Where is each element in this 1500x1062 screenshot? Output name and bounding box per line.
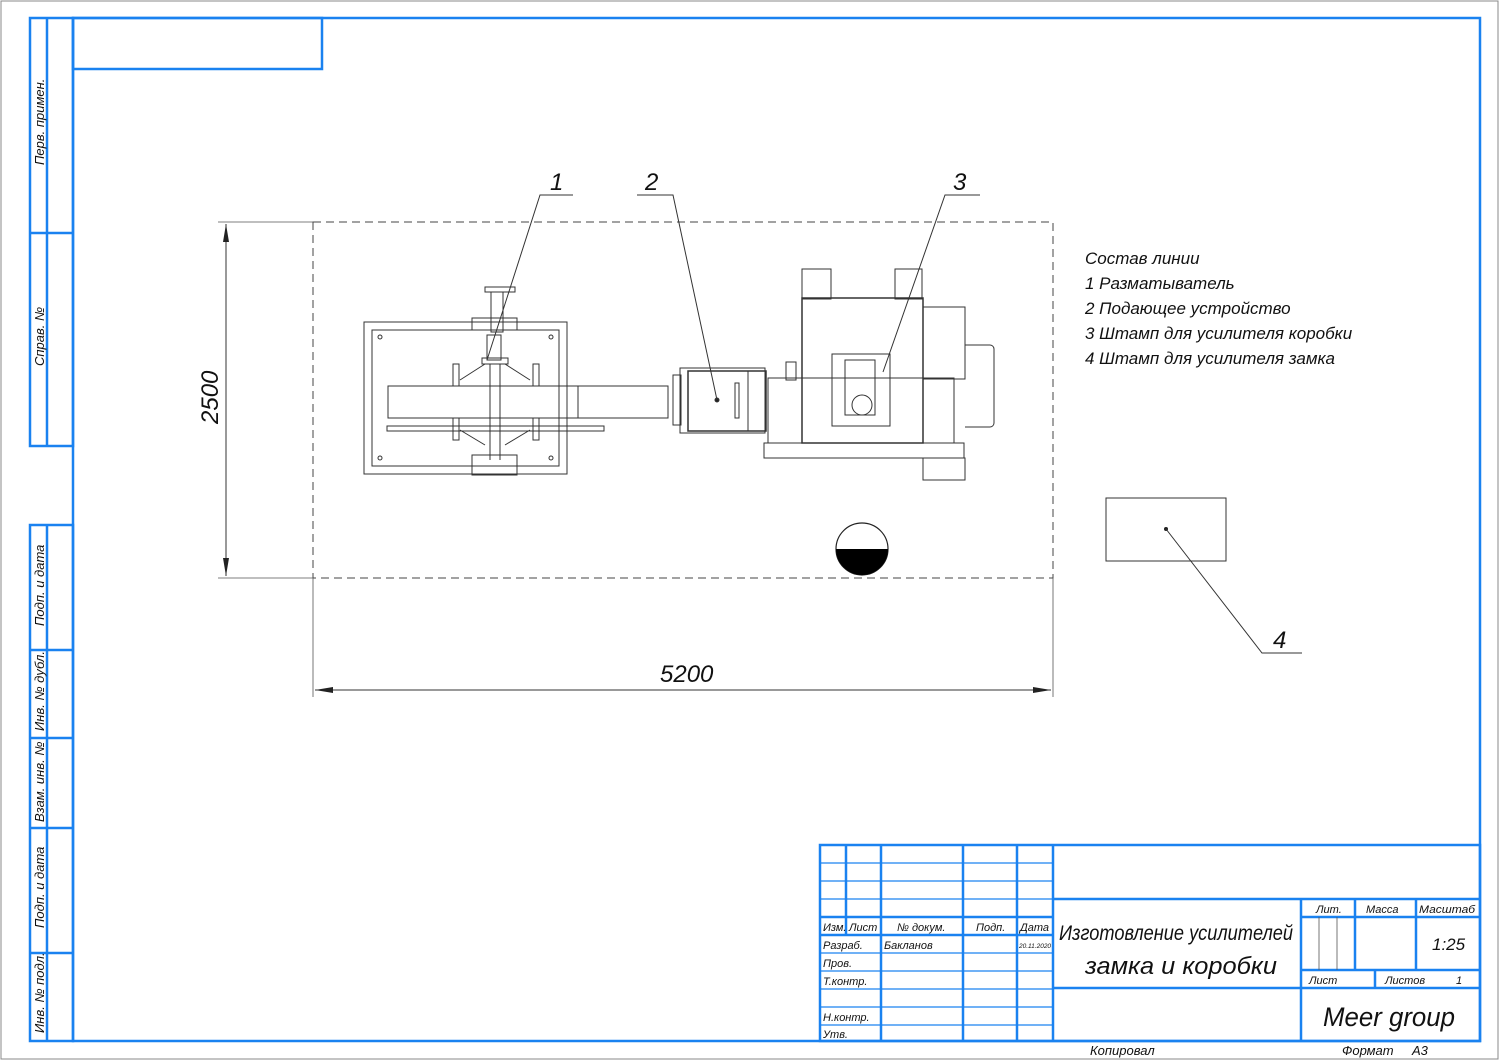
stamp-label: Подп. и дата xyxy=(32,847,47,928)
mass-label: Масса xyxy=(1366,904,1399,916)
stamp-label: Инв. № подл. xyxy=(32,952,47,1033)
header-doc: № докум. xyxy=(897,922,945,934)
role-tech-control: Т.контр. xyxy=(823,976,867,988)
header-list: Лист xyxy=(848,922,877,934)
sheets-count: 1 xyxy=(1456,975,1462,987)
callout-1: 1 xyxy=(550,169,563,196)
dimension-width: 5200 xyxy=(312,578,1054,697)
line-footprint-outline xyxy=(312,221,1054,579)
developer-name: Бакланов xyxy=(884,940,933,952)
dimension-width-label: 5200 xyxy=(660,661,714,688)
press xyxy=(763,268,995,481)
drawing-title-line1: Изготовление усилителей xyxy=(1059,922,1293,945)
callout-4: 4 xyxy=(1273,627,1286,654)
legend: Состав линии 1 Разматыватель 2 Подающее … xyxy=(1084,249,1353,368)
developer-date: 20.11.2020 xyxy=(1018,943,1051,950)
header-sign: Подп. xyxy=(976,922,1005,934)
callout-leaders xyxy=(486,194,1302,654)
lock-stamp xyxy=(1105,497,1227,562)
side-stamp-lower xyxy=(28,523,75,1043)
legend-item: 4 Штамп для усилителя замка xyxy=(1085,349,1335,368)
side-stamp-upper xyxy=(28,16,75,448)
role-norm-control: Н.контр. xyxy=(823,1012,870,1024)
format-label: Формат xyxy=(1342,1043,1394,1058)
lit-label: Лит. xyxy=(1315,904,1342,916)
scale-value: 1:25 xyxy=(1432,935,1466,954)
callout-3: 3 xyxy=(953,169,967,196)
feeder xyxy=(672,367,767,434)
top-left-box xyxy=(71,16,324,71)
legend-title: Состав линии xyxy=(1085,249,1200,268)
title-block xyxy=(818,843,1482,1043)
header-date: Дата xyxy=(1018,922,1049,934)
legend-item: 2 Подающее устройство xyxy=(1084,299,1291,318)
sheet-label: Лист xyxy=(1308,975,1337,987)
copied-label: Копировал xyxy=(1090,1043,1155,1058)
company-name: Meer group xyxy=(1323,1002,1455,1032)
drawing-frame xyxy=(71,16,1482,1043)
dimension-height: 2500 xyxy=(197,221,313,579)
stamp-label: Инв. № дубл. xyxy=(32,651,47,731)
legend-item: 1 Разматыватель xyxy=(1085,274,1235,293)
role-approved: Утв. xyxy=(822,1029,848,1041)
callout-2: 2 xyxy=(644,169,658,196)
format-value: A3 xyxy=(1411,1043,1429,1058)
stamp-label: Подп. и дата xyxy=(32,545,47,626)
role-checker: Пров. xyxy=(823,958,852,970)
half-filled-circle-symbol xyxy=(835,522,889,576)
stamp-label: Справ. № xyxy=(32,307,47,366)
stamp-label: Взам. инв. № xyxy=(32,742,47,822)
scale-label: Масштаб xyxy=(1419,904,1476,916)
legend-item: 3 Штамп для усилителя коробки xyxy=(1085,324,1353,343)
dimension-height-label: 2500 xyxy=(197,370,224,425)
role-developer: Разраб. xyxy=(823,940,863,952)
uncoiler xyxy=(363,286,669,476)
drawing-title-line2: замка и коробки xyxy=(1084,953,1277,980)
stamp-label: Перв. примен. xyxy=(32,79,47,165)
header-izm: Изм. xyxy=(823,922,846,934)
sheets-label: Листов xyxy=(1384,975,1425,987)
